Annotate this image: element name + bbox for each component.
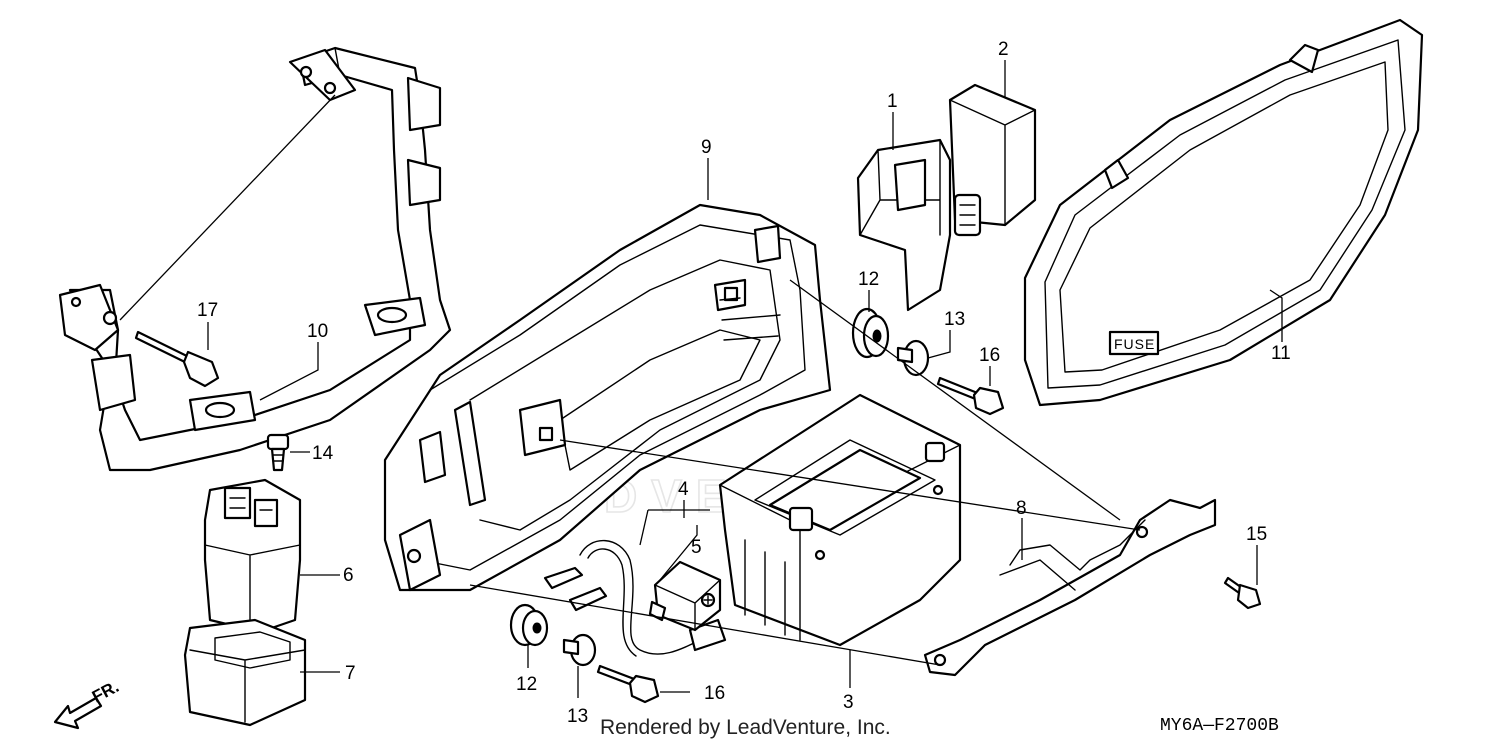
part-4-battery-cable[interactable]	[543, 539, 727, 657]
part-16-bolt-lower[interactable]	[596, 664, 660, 704]
callout-4: 4	[678, 479, 689, 500]
callout-12-lower: 12	[516, 674, 537, 695]
callout-3: 3	[843, 692, 854, 713]
callout-7: 7	[345, 663, 356, 684]
callout-9: 9	[701, 137, 712, 158]
callout-10: 10	[307, 321, 328, 342]
part-3-battery[interactable]	[718, 393, 962, 647]
part-10-bracket[interactable]	[58, 46, 452, 472]
part-1-fuse-holder[interactable]	[856, 138, 952, 312]
callout-labels: 1 2 3 4 5 6 7 8 9 10 11 12 12 13 13 14 1…	[197, 39, 1291, 727]
part-2-main-fuse[interactable]	[948, 83, 1037, 237]
callout-5: 5	[691, 537, 702, 558]
front-arrow-icon	[53, 696, 103, 730]
part-15-bolt[interactable]	[1223, 576, 1262, 610]
callout-16-lower: 16	[704, 683, 725, 704]
part-8-battery-band[interactable]	[923, 498, 1217, 677]
front-direction-indicator: FR.	[53, 677, 122, 730]
part-9-battery-box[interactable]	[383, 203, 832, 592]
part-13-collar-lower[interactable]	[562, 633, 597, 667]
callout-1: 1	[887, 91, 898, 112]
leader-lines	[119, 60, 1283, 698]
callout-14: 14	[312, 443, 334, 464]
callout-15: 15	[1246, 524, 1267, 545]
callout-17: 17	[197, 300, 218, 321]
part-6-starter-relay[interactable]	[203, 478, 302, 634]
part-5-terminal-cover[interactable]	[648, 560, 722, 632]
part-14-bolt[interactable]	[266, 433, 290, 472]
callout-12-upper: 12	[858, 269, 879, 290]
part-7-relay-cover[interactable]	[183, 618, 307, 727]
part-17-bolt[interactable]	[134, 330, 220, 388]
callout-13-upper: 13	[944, 309, 965, 330]
part-12-grommet-lower[interactable]	[509, 603, 549, 647]
fuse-label: FUSE	[1114, 336, 1155, 352]
diagram-code: MY6A—F2700B	[1160, 716, 1279, 736]
part-11-side-cover[interactable]: FUSE	[1023, 18, 1424, 407]
callout-11: 11	[1271, 343, 1291, 364]
part-16-bolt-upper[interactable]	[936, 376, 1005, 416]
render-credit: Rendered by LeadVenture, Inc.	[600, 716, 891, 739]
callout-2: 2	[998, 39, 1009, 60]
callout-13-lower: 13	[567, 706, 588, 727]
callout-8: 8	[1016, 498, 1027, 519]
callout-6: 6	[343, 565, 354, 586]
part-12-grommet-upper[interactable]	[851, 307, 890, 359]
callout-16-upper: 16	[979, 345, 1000, 366]
